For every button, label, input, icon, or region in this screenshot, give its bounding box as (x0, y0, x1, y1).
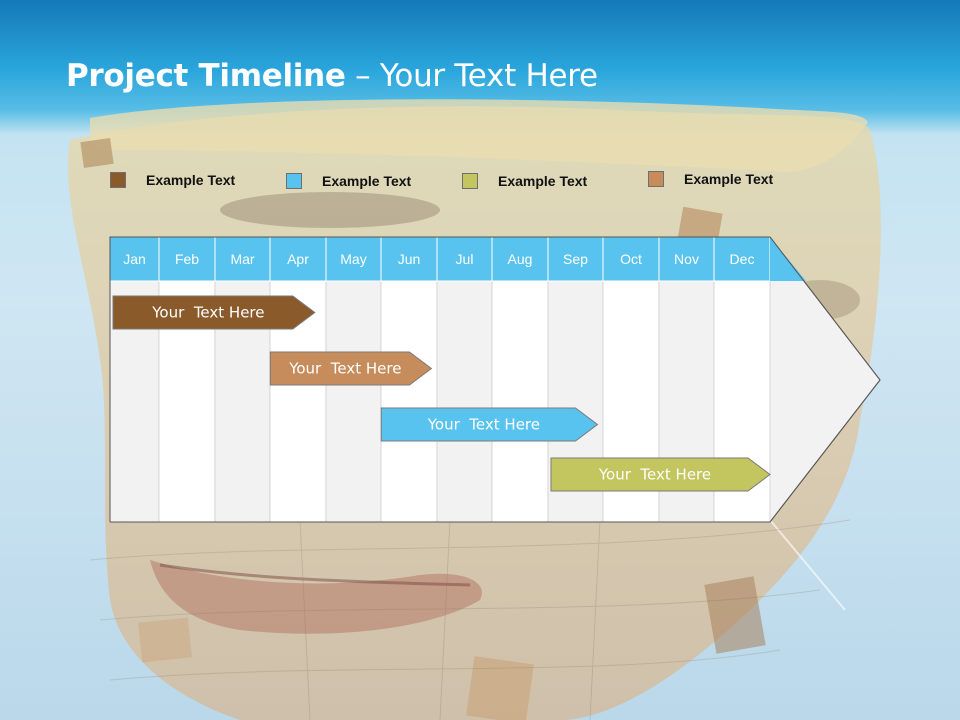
month-column (436, 280, 493, 523)
title-bold: Project Timeline (66, 58, 346, 94)
legend-label: Example Text (684, 171, 774, 187)
month-header-cell (109, 236, 160, 282)
month-label: Oct (620, 251, 642, 267)
month-label: Dec (730, 251, 755, 267)
task-bar (380, 407, 599, 442)
month-label: Jun (398, 251, 421, 267)
month-header-cell (158, 236, 216, 282)
month-header-cell (547, 236, 604, 282)
task-label: Your Text Here (288, 360, 401, 378)
page-title: Project Timeline – Your Text Here (66, 58, 598, 94)
task-label: Your Text Here (151, 304, 264, 322)
legend-label: Example Text (498, 173, 588, 189)
month-label: Jul (456, 251, 474, 267)
month-header-cell (436, 236, 493, 282)
month-label: May (340, 251, 366, 267)
legend-swatch (110, 172, 126, 188)
legend-swatch (286, 173, 302, 189)
task-label: Your Text Here (427, 416, 540, 434)
month-label: Aug (508, 251, 533, 267)
legend-label: Example Text (146, 172, 236, 188)
month-column (325, 280, 382, 523)
legend-swatch (462, 173, 478, 189)
month-label: Sep (563, 251, 588, 267)
month-header-cell (658, 236, 715, 282)
month-label: Mar (230, 251, 254, 267)
month-header-cell (491, 236, 549, 282)
month-header-cell (380, 236, 438, 282)
task-label: Your Text Here (598, 466, 711, 484)
month-header-cell (325, 236, 382, 282)
legend-label: Example Text (322, 173, 412, 189)
month-column (380, 280, 438, 523)
month-label: Feb (175, 251, 199, 267)
task-bar (269, 351, 433, 386)
task-bar (550, 457, 771, 492)
month-label: Nov (674, 251, 699, 267)
task-bar (112, 295, 316, 330)
legend-swatch (648, 171, 664, 187)
title-subtitle: – Your Text Here (345, 58, 598, 94)
arrow-outline (109, 236, 881, 523)
month-label: Apr (287, 251, 309, 267)
month-label: Jan (123, 251, 146, 267)
month-column (491, 280, 549, 523)
month-header-cell (214, 236, 271, 282)
